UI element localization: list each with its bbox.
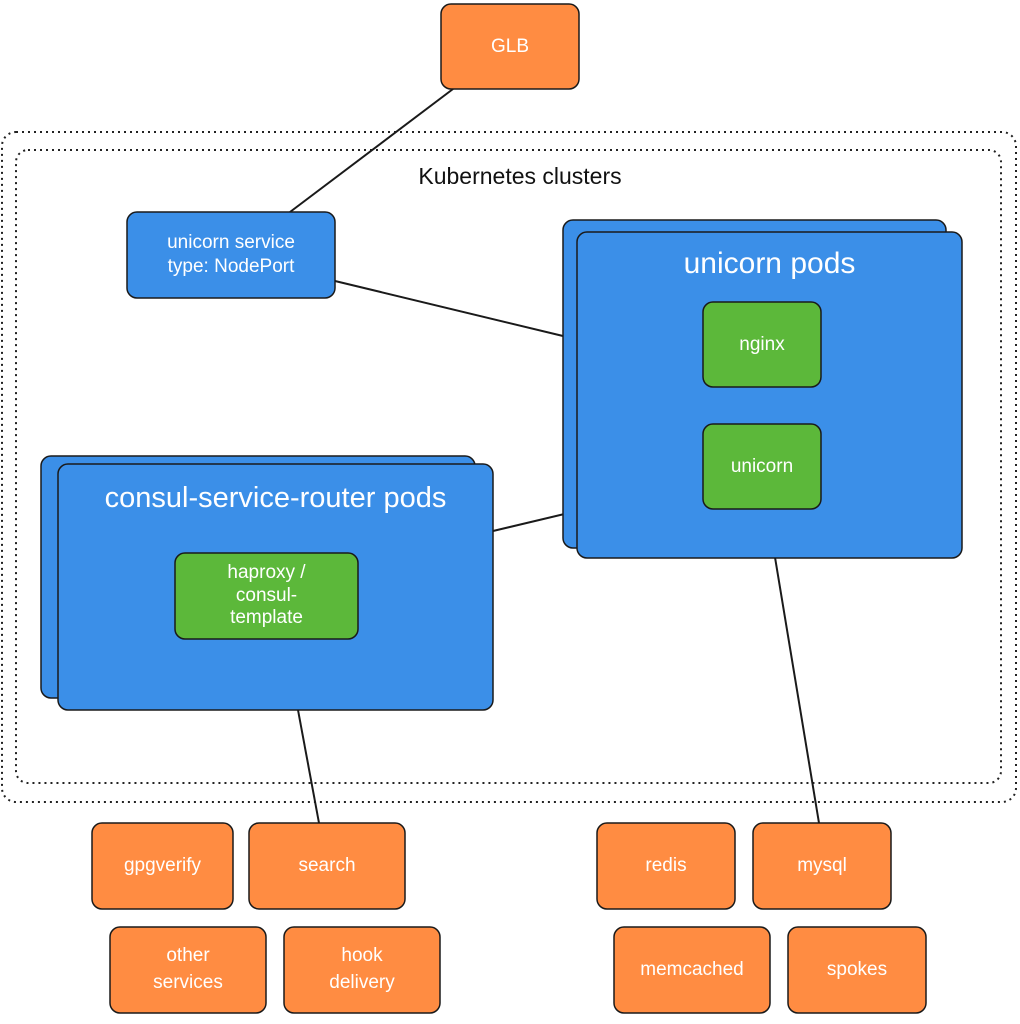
external-services — [91, 3, 927, 1014]
unicorn-service-box — [126, 211, 336, 299]
cluster-boundary-outer — [1, 131, 1017, 803]
search-box — [248, 822, 406, 910]
edge-glb-service — [289, 88, 454, 213]
edge-csr-search — [297, 709, 320, 824]
memcached-box — [613, 926, 771, 1014]
unicorn-pods-box — [576, 231, 963, 559]
redis-box — [596, 822, 736, 910]
unicorn-pods-stack — [562, 219, 963, 559]
cluster-title: Kubernetes clusters — [418, 163, 622, 189]
hook-delivery-box — [283, 926, 441, 1014]
glb-box — [440, 3, 580, 90]
edge-service-unicorn-pods — [334, 280, 564, 337]
spokes-box — [787, 926, 927, 1014]
unicorn-box — [702, 423, 822, 510]
mysql-box — [752, 822, 892, 910]
other-services-box — [109, 926, 267, 1014]
nginx-box — [702, 301, 822, 388]
cluster-boundary-inner — [15, 149, 1002, 784]
gpgverify-box — [91, 822, 234, 910]
edge-unicorn-mysql — [766, 508, 820, 824]
haproxy-box — [174, 552, 359, 640]
